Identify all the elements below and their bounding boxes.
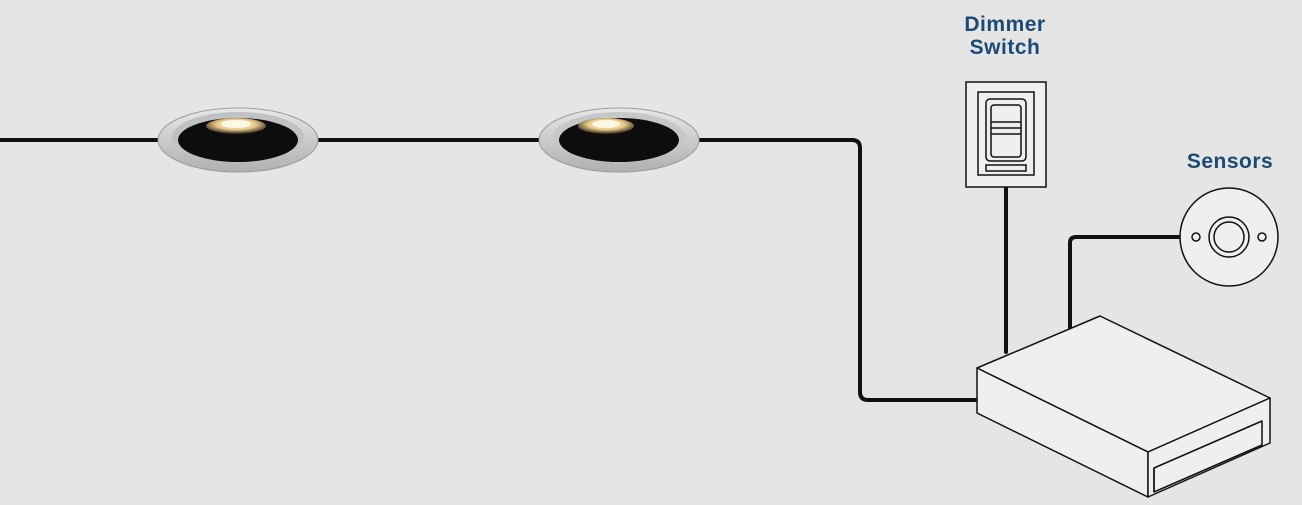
downlight-2 [538,107,700,173]
dimmer-switch-label-line1: Dimmer [964,13,1046,36]
dimmer-switch-icon [965,81,1047,188]
dimmer-switch-label-line2: Switch [969,36,1041,59]
sensor-icon [1179,187,1279,287]
wire-sensor-to-box [1068,235,1184,330]
dimmer-switch-label: Dimmer Switch [930,13,1080,59]
control-box-icon [976,315,1271,498]
downlight-1 [157,107,319,173]
wire-light2-to-box [696,138,980,402]
sensors-label: Sensors [1186,150,1274,173]
